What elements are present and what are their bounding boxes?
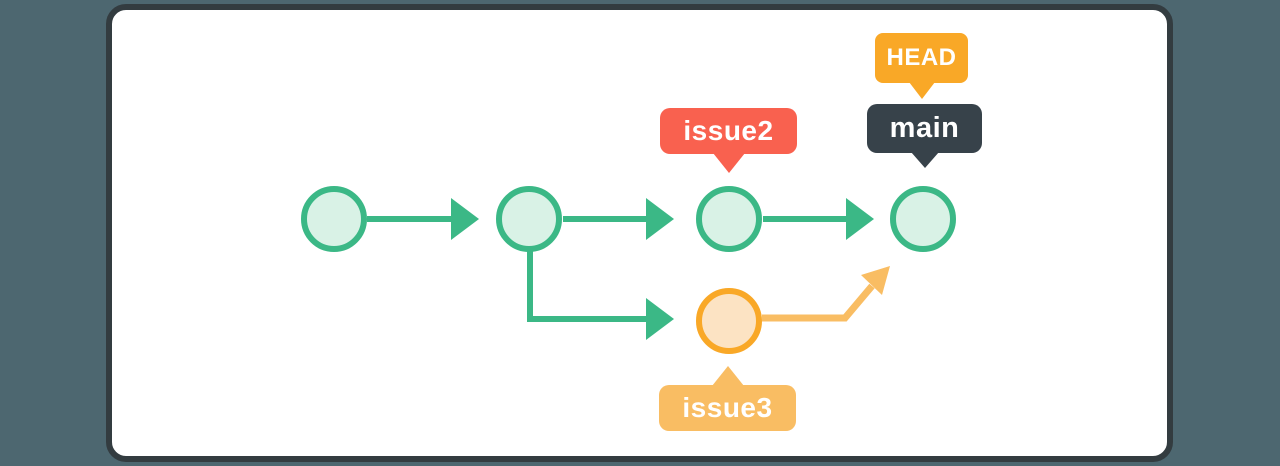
diagram-card	[106, 4, 1173, 462]
commit-node-1	[301, 186, 367, 252]
commit-node-3	[696, 186, 762, 252]
arrowhead-commit1-commit2	[451, 198, 479, 240]
head-badge: HEAD	[875, 33, 968, 99]
main-branch-badge-tail	[910, 152, 939, 168]
arrowhead-commit2-commit3	[646, 198, 674, 240]
issue2-branch-badge-tail	[712, 153, 745, 173]
head-badge-tail	[908, 82, 935, 99]
commit-node-issue3	[696, 288, 762, 354]
arrowhead-merge	[861, 266, 890, 295]
commit-node-2	[496, 186, 562, 252]
issue2-branch-badge-label: issue2	[683, 115, 774, 146]
main-branch-badge-label: main	[889, 112, 960, 144]
arrowhead-commit3-commit4	[846, 198, 874, 240]
issue2-branch-badge: issue2	[660, 108, 797, 173]
issue3-branch-badge-label: issue3	[682, 392, 773, 423]
edge-branch-out	[527, 250, 646, 322]
arrowhead-branch-out	[646, 298, 674, 340]
main-branch-badge: main	[867, 104, 982, 168]
commit-node-4	[890, 186, 956, 252]
edge-merge	[762, 283, 875, 322]
issue3-branch-badge: issue3	[659, 366, 796, 431]
head-badge-label: HEAD	[886, 44, 957, 71]
issue3-branch-badge-tail	[711, 366, 744, 386]
